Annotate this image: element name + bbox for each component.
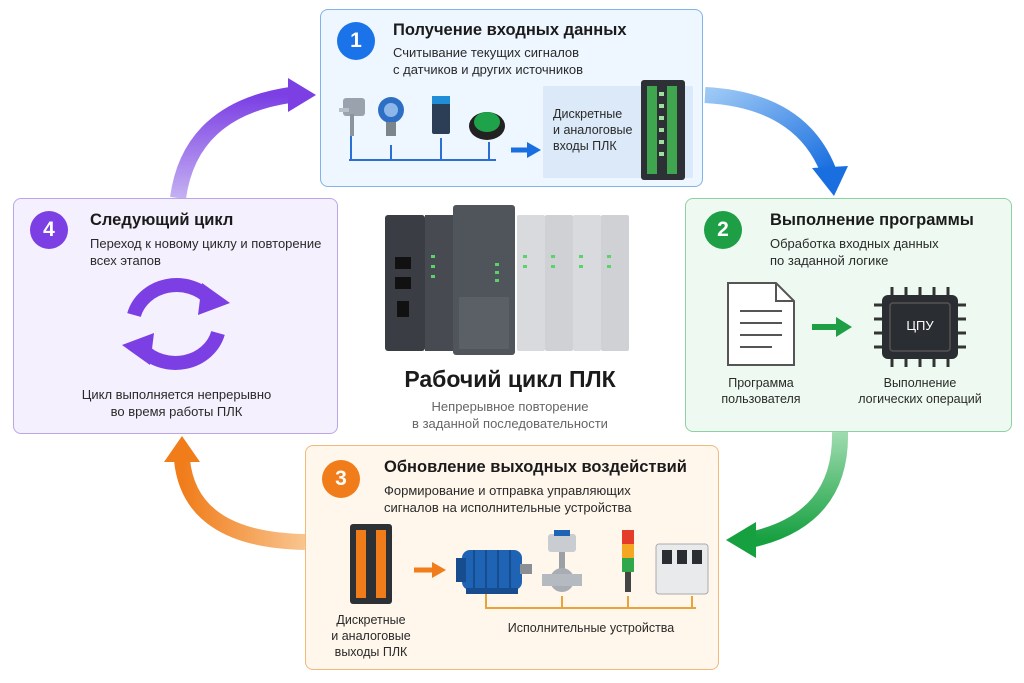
center-subtitle-line1: Непрерывное повторение — [431, 399, 589, 414]
step-2-number: 2 — [704, 211, 742, 249]
signal-tower-icon — [622, 530, 634, 592]
control-valve-icon — [542, 530, 582, 592]
plc-inputs-label-line1: Дискретные — [553, 107, 623, 121]
step-4-card: 4 Следующий цикл Переход к новому циклу … — [13, 198, 338, 434]
plc-controller-illustration — [385, 205, 629, 355]
step-3-card: 3 Обновление выходных воздействий Формир… — [305, 445, 719, 670]
plc-outputs-label-line3: выходы ПЛК — [334, 645, 408, 659]
arrow-1-to-2 — [704, 87, 836, 174]
plc-cpu-module-icon — [385, 215, 425, 351]
push-button-icon — [469, 112, 505, 140]
plc-input-module-icon — [641, 80, 685, 180]
document-icon — [727, 282, 795, 366]
contactor-icon — [655, 543, 709, 595]
actuators-illustration — [350, 524, 709, 609]
plc-outputs-label-line1: Дискретные — [336, 613, 406, 627]
exec-label-line1: Выполнение — [883, 376, 957, 390]
arrow-4-to-1 — [170, 87, 292, 200]
step-3-number: 3 — [322, 460, 360, 498]
center-title: Рабочий цикл ПЛК — [404, 366, 616, 392]
step-2-title: Выполнение программы — [770, 211, 974, 229]
step-1-title: Получение входных данных — [393, 21, 627, 39]
arrow-2-to-3 — [748, 431, 849, 548]
exec-label-line2: логических операций — [858, 392, 982, 406]
step-3-desc-line1: Формирование и отправка управляющих — [384, 483, 631, 498]
refresh-cycle-icon — [122, 278, 230, 370]
step-1-card: 1 Получение входных данных Считывание те… — [320, 9, 703, 187]
plc-inputs-label-line3: входы ПЛК — [553, 139, 617, 153]
plc-outputs-label-line2: и аналоговые — [331, 629, 411, 643]
step-1-desc-line1: Считывание текущих сигналов — [393, 45, 580, 60]
step-3-desc-line2: сигналов на исполнительные устройства — [384, 500, 632, 515]
actuators-label: Исполнительные устройства — [507, 621, 675, 635]
program-label-line2: пользователя — [721, 392, 801, 406]
temperature-sensor-icon — [339, 98, 365, 136]
step-1-number: 1 — [337, 22, 375, 60]
electric-motor-icon — [456, 550, 532, 594]
arrow-3-to-4 — [174, 458, 306, 550]
plc-io-modules — [517, 215, 629, 351]
step-4-number: 4 — [30, 211, 68, 249]
plc-output-module-icon — [350, 524, 392, 604]
step-3-title: Обновление выходных воздействий — [384, 458, 687, 476]
step-2-desc-line1: Обработка входных данных — [770, 236, 939, 251]
step-2-card: 2 Выполнение программы Обработка входных… — [685, 198, 1012, 432]
step-2-desc-line2: по заданной логике — [770, 253, 889, 268]
pressure-transmitter-icon — [378, 97, 404, 136]
cycle-note-line2: во время работы ПЛК — [110, 404, 243, 419]
program-illustration — [727, 282, 966, 367]
step-1-desc-line2: с датчиков и других источников — [393, 62, 584, 77]
proximity-sensor-icon — [432, 96, 450, 134]
sensors-illustration — [339, 80, 693, 180]
cpu-label: ЦПУ — [906, 318, 934, 333]
step-4-desc-line1: Переход к новому циклу и повторение — [90, 236, 322, 251]
step-4-desc-line2: всех этапов — [90, 253, 161, 268]
center-subtitle-line2: в заданной последовательности — [412, 416, 608, 431]
cpu-chip-icon — [874, 287, 966, 367]
program-label-line1: Программа — [728, 376, 794, 390]
step-4-title: Следующий цикл — [90, 211, 234, 229]
plc-inputs-label-line2: и аналоговые — [553, 123, 633, 137]
cycle-note-line1: Цикл выполняется непрерывно — [81, 387, 272, 402]
